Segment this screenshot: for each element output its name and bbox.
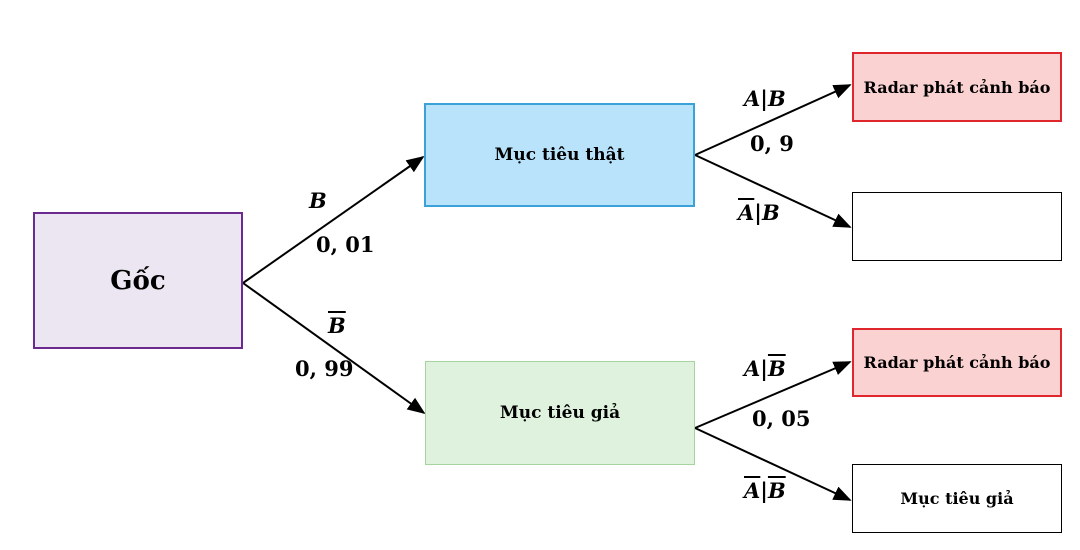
true-target-label: Mục tiêu thật: [494, 145, 625, 165]
edge-root-false-prob: 0, 99: [295, 356, 354, 381]
edge-true-alarm-event: A|B: [744, 86, 786, 111]
edge-true-alarm-prob: 0, 9: [750, 131, 794, 156]
false-target-label: Mục tiêu giả: [499, 403, 621, 423]
false-alarm-node: Radar phát cảnh báo: [852, 328, 1062, 397]
edge-true-alarm: [694, 84, 852, 156]
true-no-alarm-node: [852, 192, 1062, 261]
false-no-alarm-node: Mục tiêu giả: [852, 464, 1062, 533]
edge-root-false-event: B: [328, 313, 346, 338]
false-target-node: Mục tiêu giả: [425, 361, 695, 465]
false-no-alarm-label: Mục tiêu giả: [900, 489, 1014, 508]
edge-false-alarm: [694, 361, 852, 429]
edge-true-noalarm-event: A|B: [738, 200, 780, 225]
edge-root-true-prob: 0, 01: [316, 232, 375, 257]
edge-false-noalarm: [694, 427, 852, 501]
edge-false-alarm-event: A|B: [744, 356, 786, 381]
true-target-node: Mục tiêu thật: [424, 103, 695, 207]
edge-false-alarm-prob: 0, 05: [752, 406, 811, 431]
root-node: Gốc: [33, 212, 243, 349]
true-alarm-label: Radar phát cảnh báo: [863, 77, 1051, 97]
edge-root-true-event: B: [309, 188, 327, 213]
true-alarm-node: Radar phát cảnh báo: [852, 52, 1062, 122]
edge-root-false: [242, 282, 426, 415]
edge-root-true: [242, 155, 425, 284]
root-node-label: Gốc: [110, 265, 166, 296]
false-alarm-label: Radar phát cảnh báo: [863, 353, 1051, 372]
edge-true-noalarm: [694, 154, 852, 228]
edge-false-noalarm-event: A|B: [744, 478, 786, 503]
